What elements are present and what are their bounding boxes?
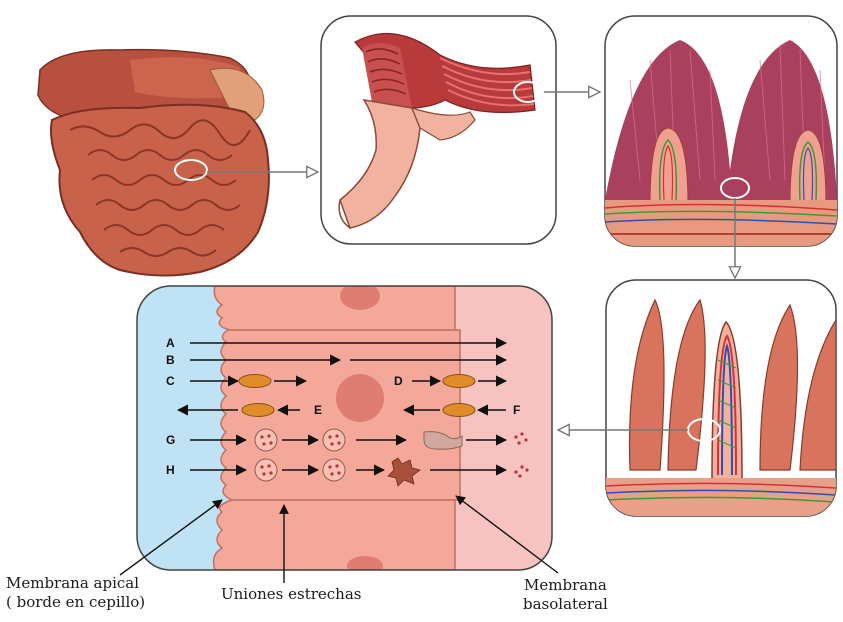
label-b: B: [166, 353, 175, 367]
apical-caption-line2: ( borde en cepillo): [6, 593, 145, 612]
label-a: A: [166, 336, 175, 350]
label-h: H: [166, 463, 175, 477]
vesicle-g2: [323, 429, 345, 451]
enterocyte-detail-panel: A B C D E F G H: [137, 282, 552, 576]
basolateral-membrane-caption: Membrana basolateral: [523, 576, 608, 614]
label-g: G: [166, 433, 175, 447]
carrier-e: [242, 404, 274, 417]
villus-detail-panel: [606, 280, 836, 516]
carrier-d: [443, 375, 475, 388]
carrier-f: [443, 404, 475, 417]
tight-junctions-caption: Uniones estrechas: [221, 585, 362, 604]
apical-membrane-caption: Membrana apical ( borde en cepillo): [6, 574, 145, 612]
intestine-segment-panel: [321, 16, 556, 244]
label-d: D: [394, 374, 403, 388]
basolateral-caption-line1: Membrana: [523, 576, 608, 595]
digestive-organs: [38, 50, 269, 276]
label-c: C: [166, 374, 175, 388]
vesicle-g1: [255, 429, 277, 451]
apical-caption-line1: Membrana apical: [6, 574, 145, 593]
label-f: F: [513, 403, 520, 417]
vesicle-h2: [323, 459, 345, 481]
basolateral-caption-line2: basolateral: [523, 595, 608, 614]
vesicle-h1: [255, 459, 277, 481]
villi-panel: [605, 16, 837, 246]
label-e: E: [314, 403, 322, 417]
carrier-c: [239, 375, 271, 388]
